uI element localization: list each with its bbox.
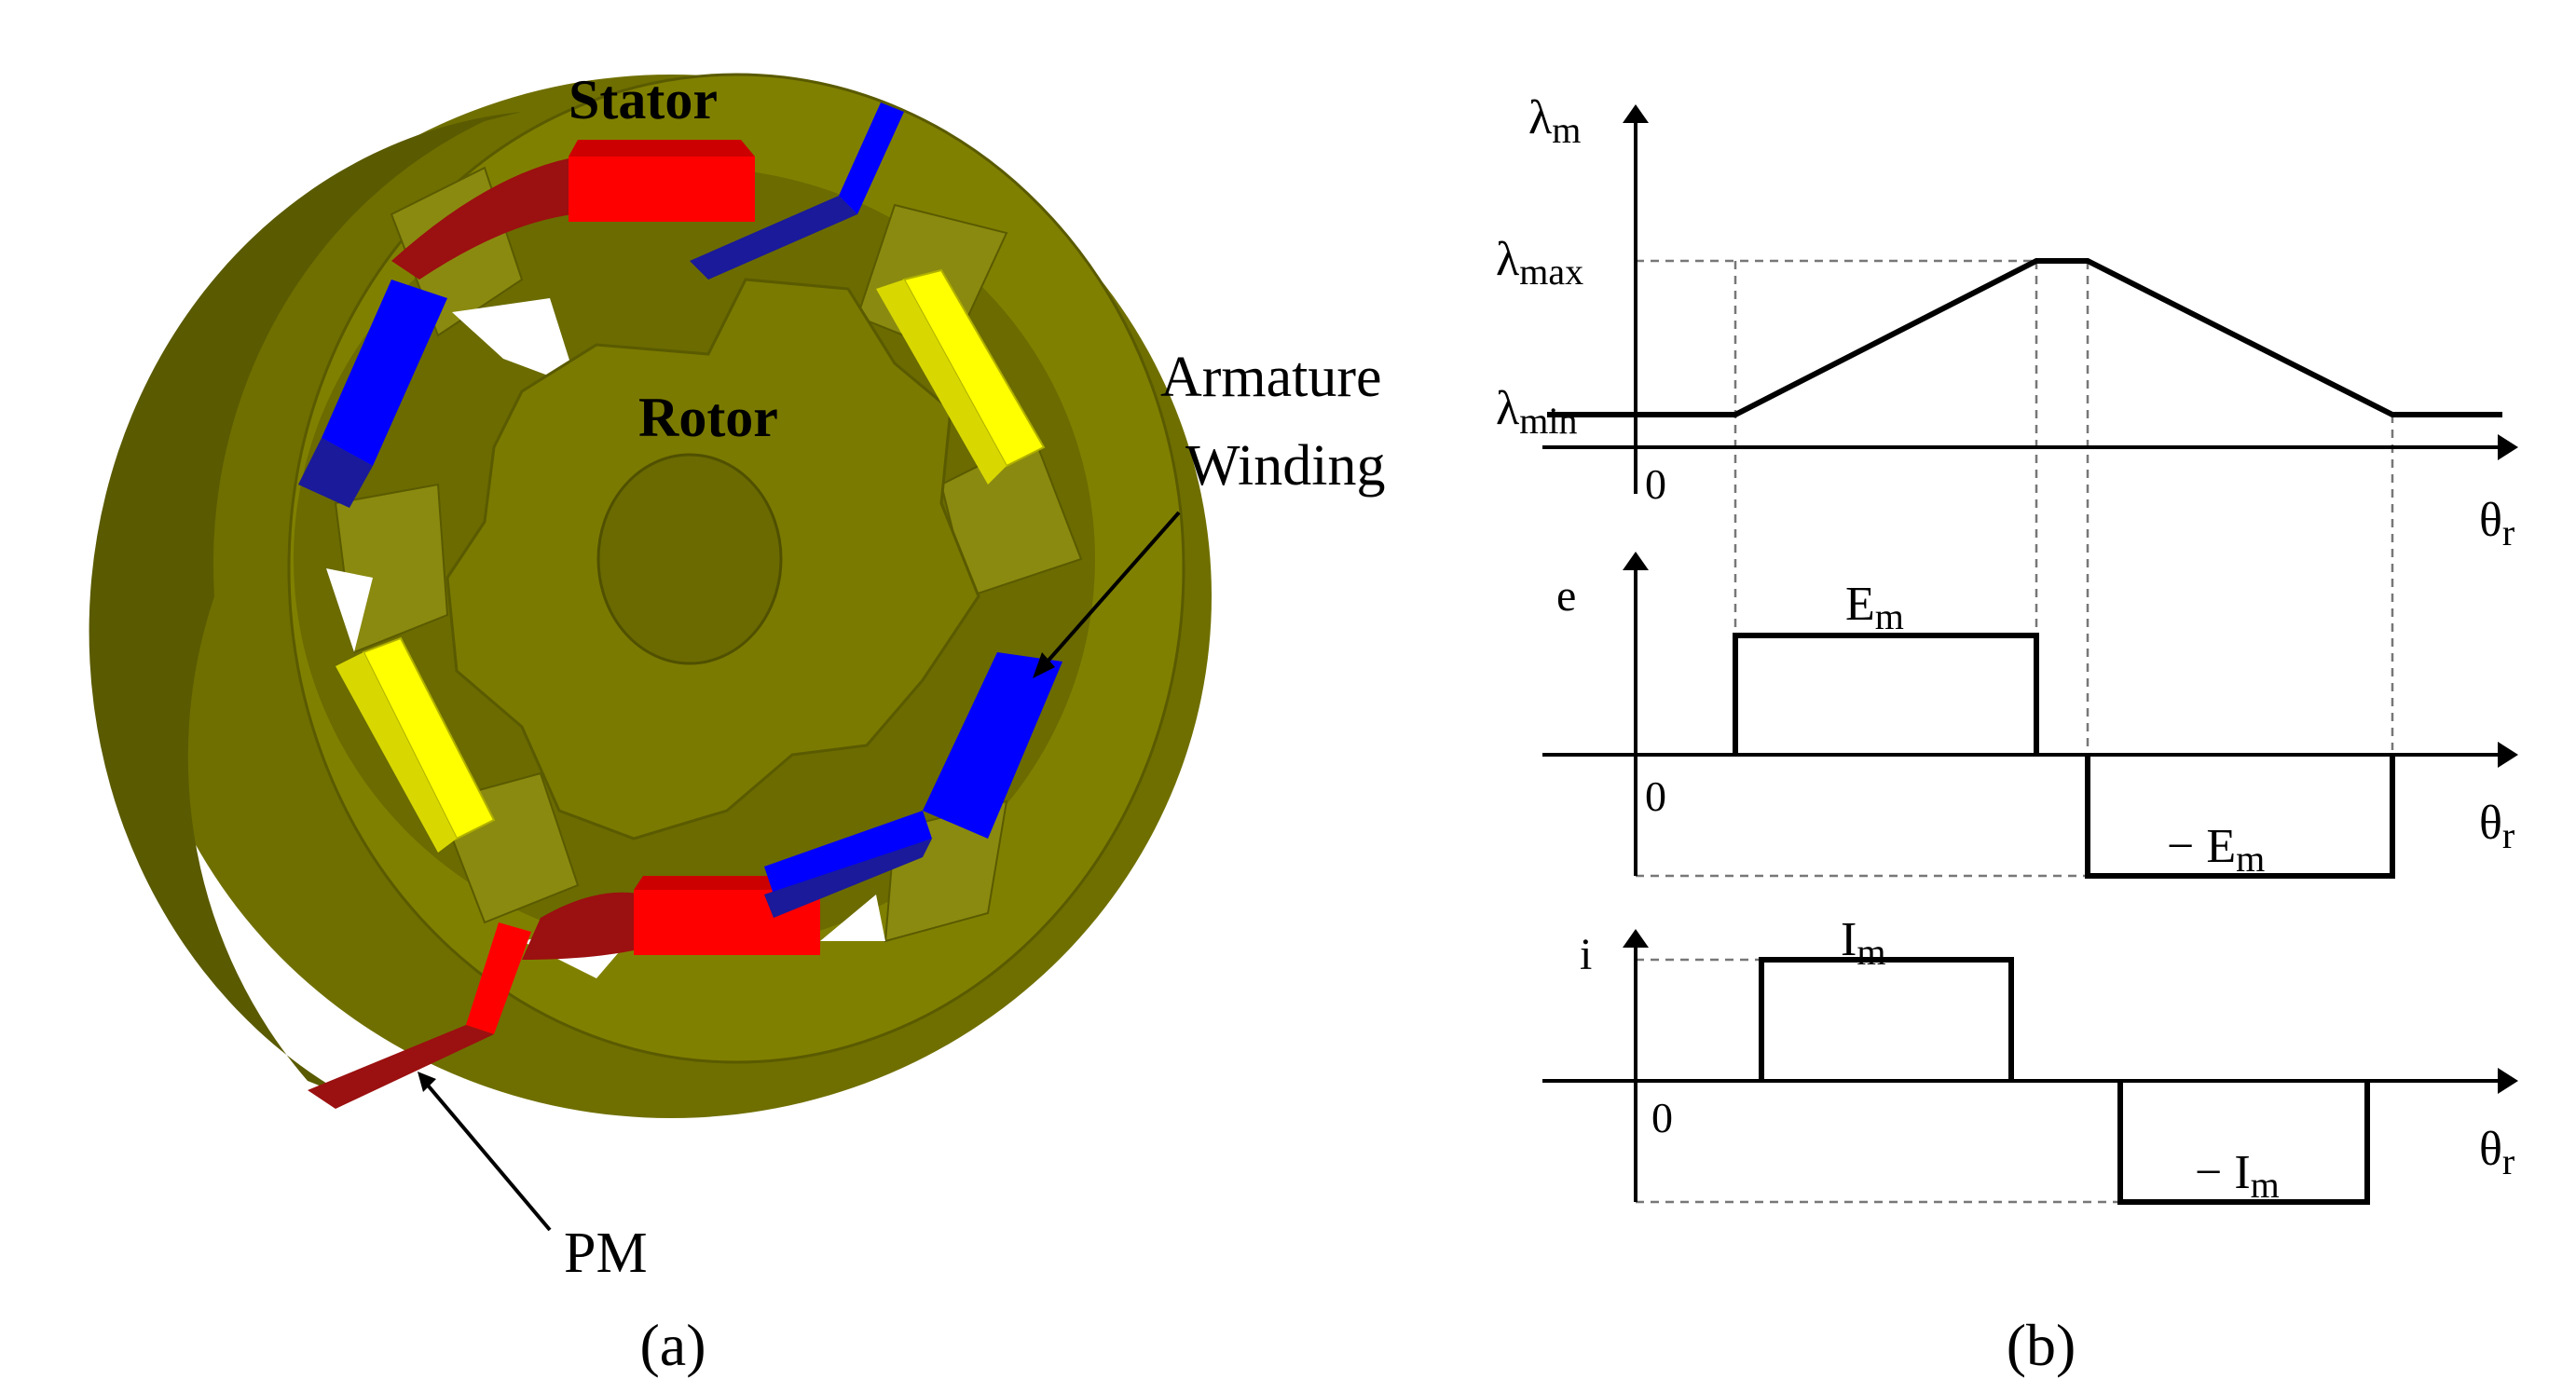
flux-y-arrowhead — [1623, 104, 1649, 123]
emf-x-arrowhead — [2498, 742, 2518, 768]
current-y-arrowhead — [1623, 929, 1649, 948]
coil-red-top — [391, 140, 755, 280]
coil-yellow-left — [336, 636, 496, 853]
emf-waveform-positive — [1733, 633, 2039, 755]
current-pos-label: Im — [1841, 913, 1885, 973]
stator-label: Stator — [569, 69, 718, 130]
rotor-label: Rotor — [638, 387, 778, 448]
flux-min-label: λmin — [1496, 382, 1577, 442]
waveform-diagram: λm λmax λmin 0 θr e Em − Em 0 θr — [1496, 91, 2518, 1206]
coil-blue-right — [764, 652, 1062, 918]
pm-leader-arrowhead — [418, 1072, 436, 1092]
emf-origin-label: 0 — [1645, 772, 1666, 820]
current-y-label: i — [1580, 930, 1592, 979]
emf-x-label: θr — [2479, 797, 2514, 856]
armature-label-line2: Winding — [1185, 434, 1386, 498]
flux-x-label: θr — [2479, 494, 2514, 553]
current-x-label: θr — [2479, 1123, 2514, 1182]
current-neg-label: − Im — [2195, 1146, 2280, 1206]
coil-blue-top — [690, 102, 904, 280]
current-waveform-positive — [1759, 957, 2014, 1081]
pm-leader-line — [422, 1079, 552, 1232]
shaft-hole — [596, 453, 783, 665]
emf-y-label: e — [1556, 571, 1576, 621]
stator-side-shade — [89, 112, 522, 1099]
emf-pos-label: Em — [1845, 578, 1904, 637]
flux-x-arrowhead — [2498, 434, 2518, 460]
armature-label-line1: Armature — [1160, 346, 1382, 409]
flux-max-label: λmax — [1496, 233, 1583, 293]
armature-leader-arrowhead — [1033, 652, 1055, 678]
current-x-arrowhead — [2498, 1068, 2518, 1094]
emf-y-arrowhead — [1623, 552, 1649, 570]
current-origin-label: 0 — [1651, 1094, 1673, 1141]
caption-a: (a) — [639, 1312, 706, 1378]
flux-y-label: λm — [1528, 91, 1581, 151]
emf-waveform-negative — [2085, 755, 2395, 879]
flux-plot: λm λmax λmin 0 θr — [1496, 91, 2518, 553]
current-plot: i Im − Im 0 θr — [1542, 913, 2518, 1206]
current-waveform-negative — [2117, 1081, 2370, 1205]
permanent-magnet — [308, 922, 531, 1109]
coil-yellow-right — [876, 268, 1046, 485]
flux-waveform — [1547, 258, 2502, 417]
pm-label: PM — [564, 1222, 648, 1285]
caption-b: (b) — [2007, 1312, 2076, 1378]
flux-origin-label: 0 — [1645, 460, 1666, 508]
machine-illustration: Stator Rotor Armature Winding PM — [89, 69, 1386, 1285]
armature-leader-line — [1037, 511, 1181, 673]
coil-blue-left — [298, 280, 447, 508]
emf-plot: e Em − Em 0 θr — [1542, 552, 2518, 880]
emf-neg-label: − Em — [2167, 820, 2265, 880]
